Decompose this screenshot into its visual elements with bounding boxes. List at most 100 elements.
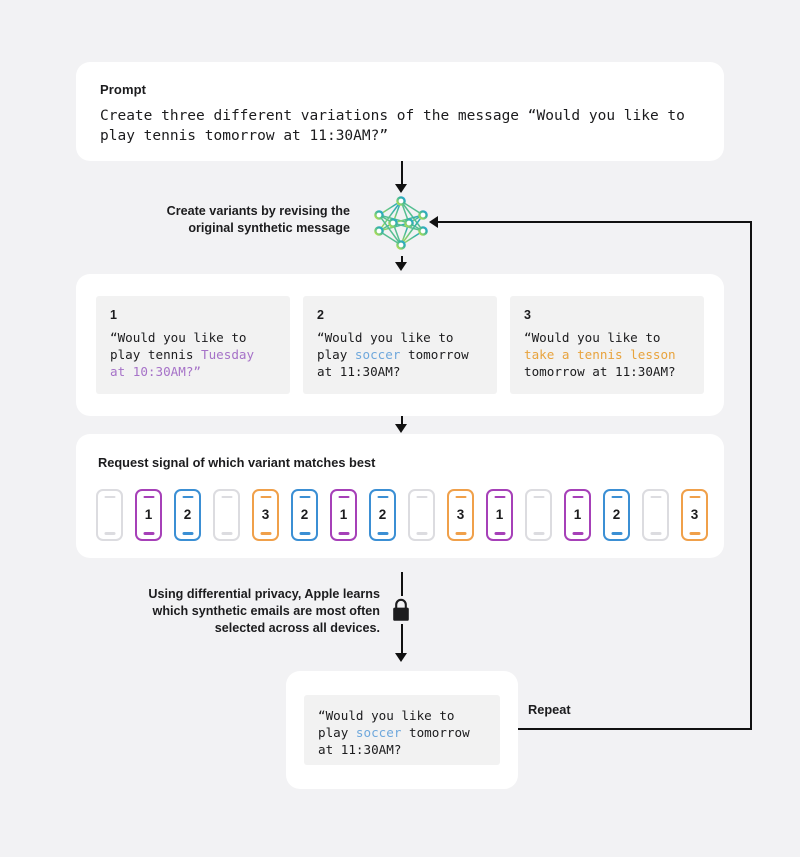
result-text-prefix: “Would you like to play: [318, 708, 455, 740]
connector-signal-to-lock: [401, 572, 403, 596]
device-selected-1: 1: [330, 489, 357, 541]
device-home-indicator: [455, 532, 466, 535]
variant-text-prefix: “Would you like to: [524, 330, 661, 345]
device-selected-1: 1: [135, 489, 162, 541]
arrowhead-model-to-variants: [395, 262, 407, 271]
privacy-caption-line1: Using differential privacy, Apple learns: [148, 587, 380, 601]
device-notch: [494, 495, 505, 498]
variant-card-1: 1 “Would you like to play tennis Tuesday…: [96, 296, 290, 394]
variant-text: “Would you like to play tennis Tuesday a…: [110, 329, 276, 380]
privacy-caption-line3: selected across all devices.: [214, 621, 380, 635]
device-notch: [611, 495, 622, 498]
variant-number: 3: [524, 308, 531, 322]
device-empty: [96, 489, 123, 541]
variant-card-3: 3 “Would you like to take a tennis lesso…: [510, 296, 704, 394]
device-notch: [143, 495, 154, 498]
device-home-indicator: [494, 532, 505, 535]
device-home-indicator: [650, 532, 661, 535]
device-variant-number: 3: [456, 507, 465, 523]
loop-top-segment: [437, 221, 751, 223]
device-home-indicator: [338, 532, 349, 535]
device-home-indicator: [689, 532, 700, 535]
device-variant-number: 1: [495, 507, 504, 523]
device-home-indicator: [299, 532, 310, 535]
device-notch: [572, 495, 583, 498]
device-variant-number: 3: [261, 507, 270, 523]
variant-text-prefix: “Would you like to play tennis: [110, 330, 247, 362]
device-notch: [260, 495, 271, 498]
variant-text-prefix: “Would you like to play: [317, 330, 454, 362]
variant-number: 2: [317, 308, 324, 322]
device-notch: [338, 495, 349, 498]
variant-text-highlight: take a tennis lesson: [524, 347, 676, 362]
prompt-card: Prompt Create three different variations…: [76, 62, 724, 161]
connector-lock-to-result: [401, 624, 403, 657]
loop-right-segment: [750, 221, 752, 729]
prompt-text: Create three different variations of the…: [100, 108, 685, 144]
variant-number: 1: [110, 308, 117, 322]
result-text-suffix: tomorrow at 11:30AM?: [318, 725, 470, 757]
device-notch: [416, 495, 427, 498]
device-home-indicator: [260, 532, 271, 535]
generate-caption-line1: Create variants by revising the: [166, 204, 350, 218]
device-variant-number: 1: [144, 507, 153, 523]
device-home-indicator: [533, 532, 544, 535]
privacy-caption: Using differential privacy, Apple learns…: [118, 586, 380, 637]
device-empty: [642, 489, 669, 541]
variant-card-2: 2 “Would you like to play soccer tomorro…: [303, 296, 497, 394]
device-home-indicator: [182, 532, 193, 535]
device-selected-3: 3: [252, 489, 279, 541]
variant-text-highlight: soccer: [354, 347, 401, 362]
device-home-indicator: [572, 532, 583, 535]
variant-text: “Would you like to play soccer tomorrow …: [317, 329, 483, 380]
device-variant-number: 2: [300, 507, 309, 523]
connector-prompt-to-model: [401, 161, 403, 187]
device-selected-2: 2: [174, 489, 201, 541]
device-notch: [182, 495, 193, 498]
device-notch: [104, 495, 115, 498]
device-notch: [299, 495, 310, 498]
arrowhead-lock-to-result: [395, 653, 407, 662]
device-selected-2: 2: [291, 489, 318, 541]
privacy-caption-line2: which synthetic emails are most often: [152, 604, 380, 618]
device-selected-3: 3: [447, 489, 474, 541]
device-home-indicator: [377, 532, 388, 535]
device-selected-2: 2: [603, 489, 630, 541]
variant-text-suffix: tomorrow at 11:30AM?: [524, 364, 676, 379]
repeat-label: Repeat: [528, 702, 571, 717]
neural-network-icon: [371, 193, 431, 253]
device-row: 1 2 3 2 1 2 3 1 1 2 3: [96, 487, 708, 543]
generate-caption: Create variants by revising the original…: [150, 203, 350, 237]
arrowhead-loop-to-model: [429, 216, 438, 228]
device-variant-number: 3: [690, 507, 699, 523]
result-text-highlight: soccer: [355, 725, 402, 740]
result-text: “Would you like to play soccer tomorrow …: [318, 707, 486, 758]
device-empty: [408, 489, 435, 541]
variants-card: 1 “Would you like to play tennis Tuesday…: [76, 274, 724, 416]
variant-text-highlight: Tuesday at 10:30AM?”: [110, 347, 255, 379]
device-notch: [533, 495, 544, 498]
arrowhead-prompt-to-model: [395, 184, 407, 193]
device-variant-number: 2: [378, 507, 387, 523]
device-selected-2: 2: [369, 489, 396, 541]
device-notch: [377, 495, 388, 498]
device-variant-number: 1: [573, 507, 582, 523]
device-empty: [213, 489, 240, 541]
arrowhead-variants-to-signal: [395, 424, 407, 433]
result-card: “Would you like to play soccer tomorrow …: [286, 671, 518, 789]
device-home-indicator: [104, 532, 115, 535]
lock-icon: [390, 597, 412, 623]
device-notch: [689, 495, 700, 498]
result-panel: “Would you like to play soccer tomorrow …: [304, 695, 500, 765]
variant-text: “Would you like to take a tennis lesson …: [524, 329, 690, 380]
device-selected-1: 1: [486, 489, 513, 541]
variant-text-suffix: tomorrow at 11:30AM?: [317, 347, 469, 379]
signal-card: Request signal of which variant matches …: [76, 434, 724, 558]
device-selected-1: 1: [564, 489, 591, 541]
device-variant-number: 1: [339, 507, 348, 523]
signal-label: Request signal of which variant matches …: [98, 455, 376, 470]
device-home-indicator: [221, 532, 232, 535]
prompt-label: Prompt: [100, 82, 147, 97]
device-notch: [221, 495, 232, 498]
